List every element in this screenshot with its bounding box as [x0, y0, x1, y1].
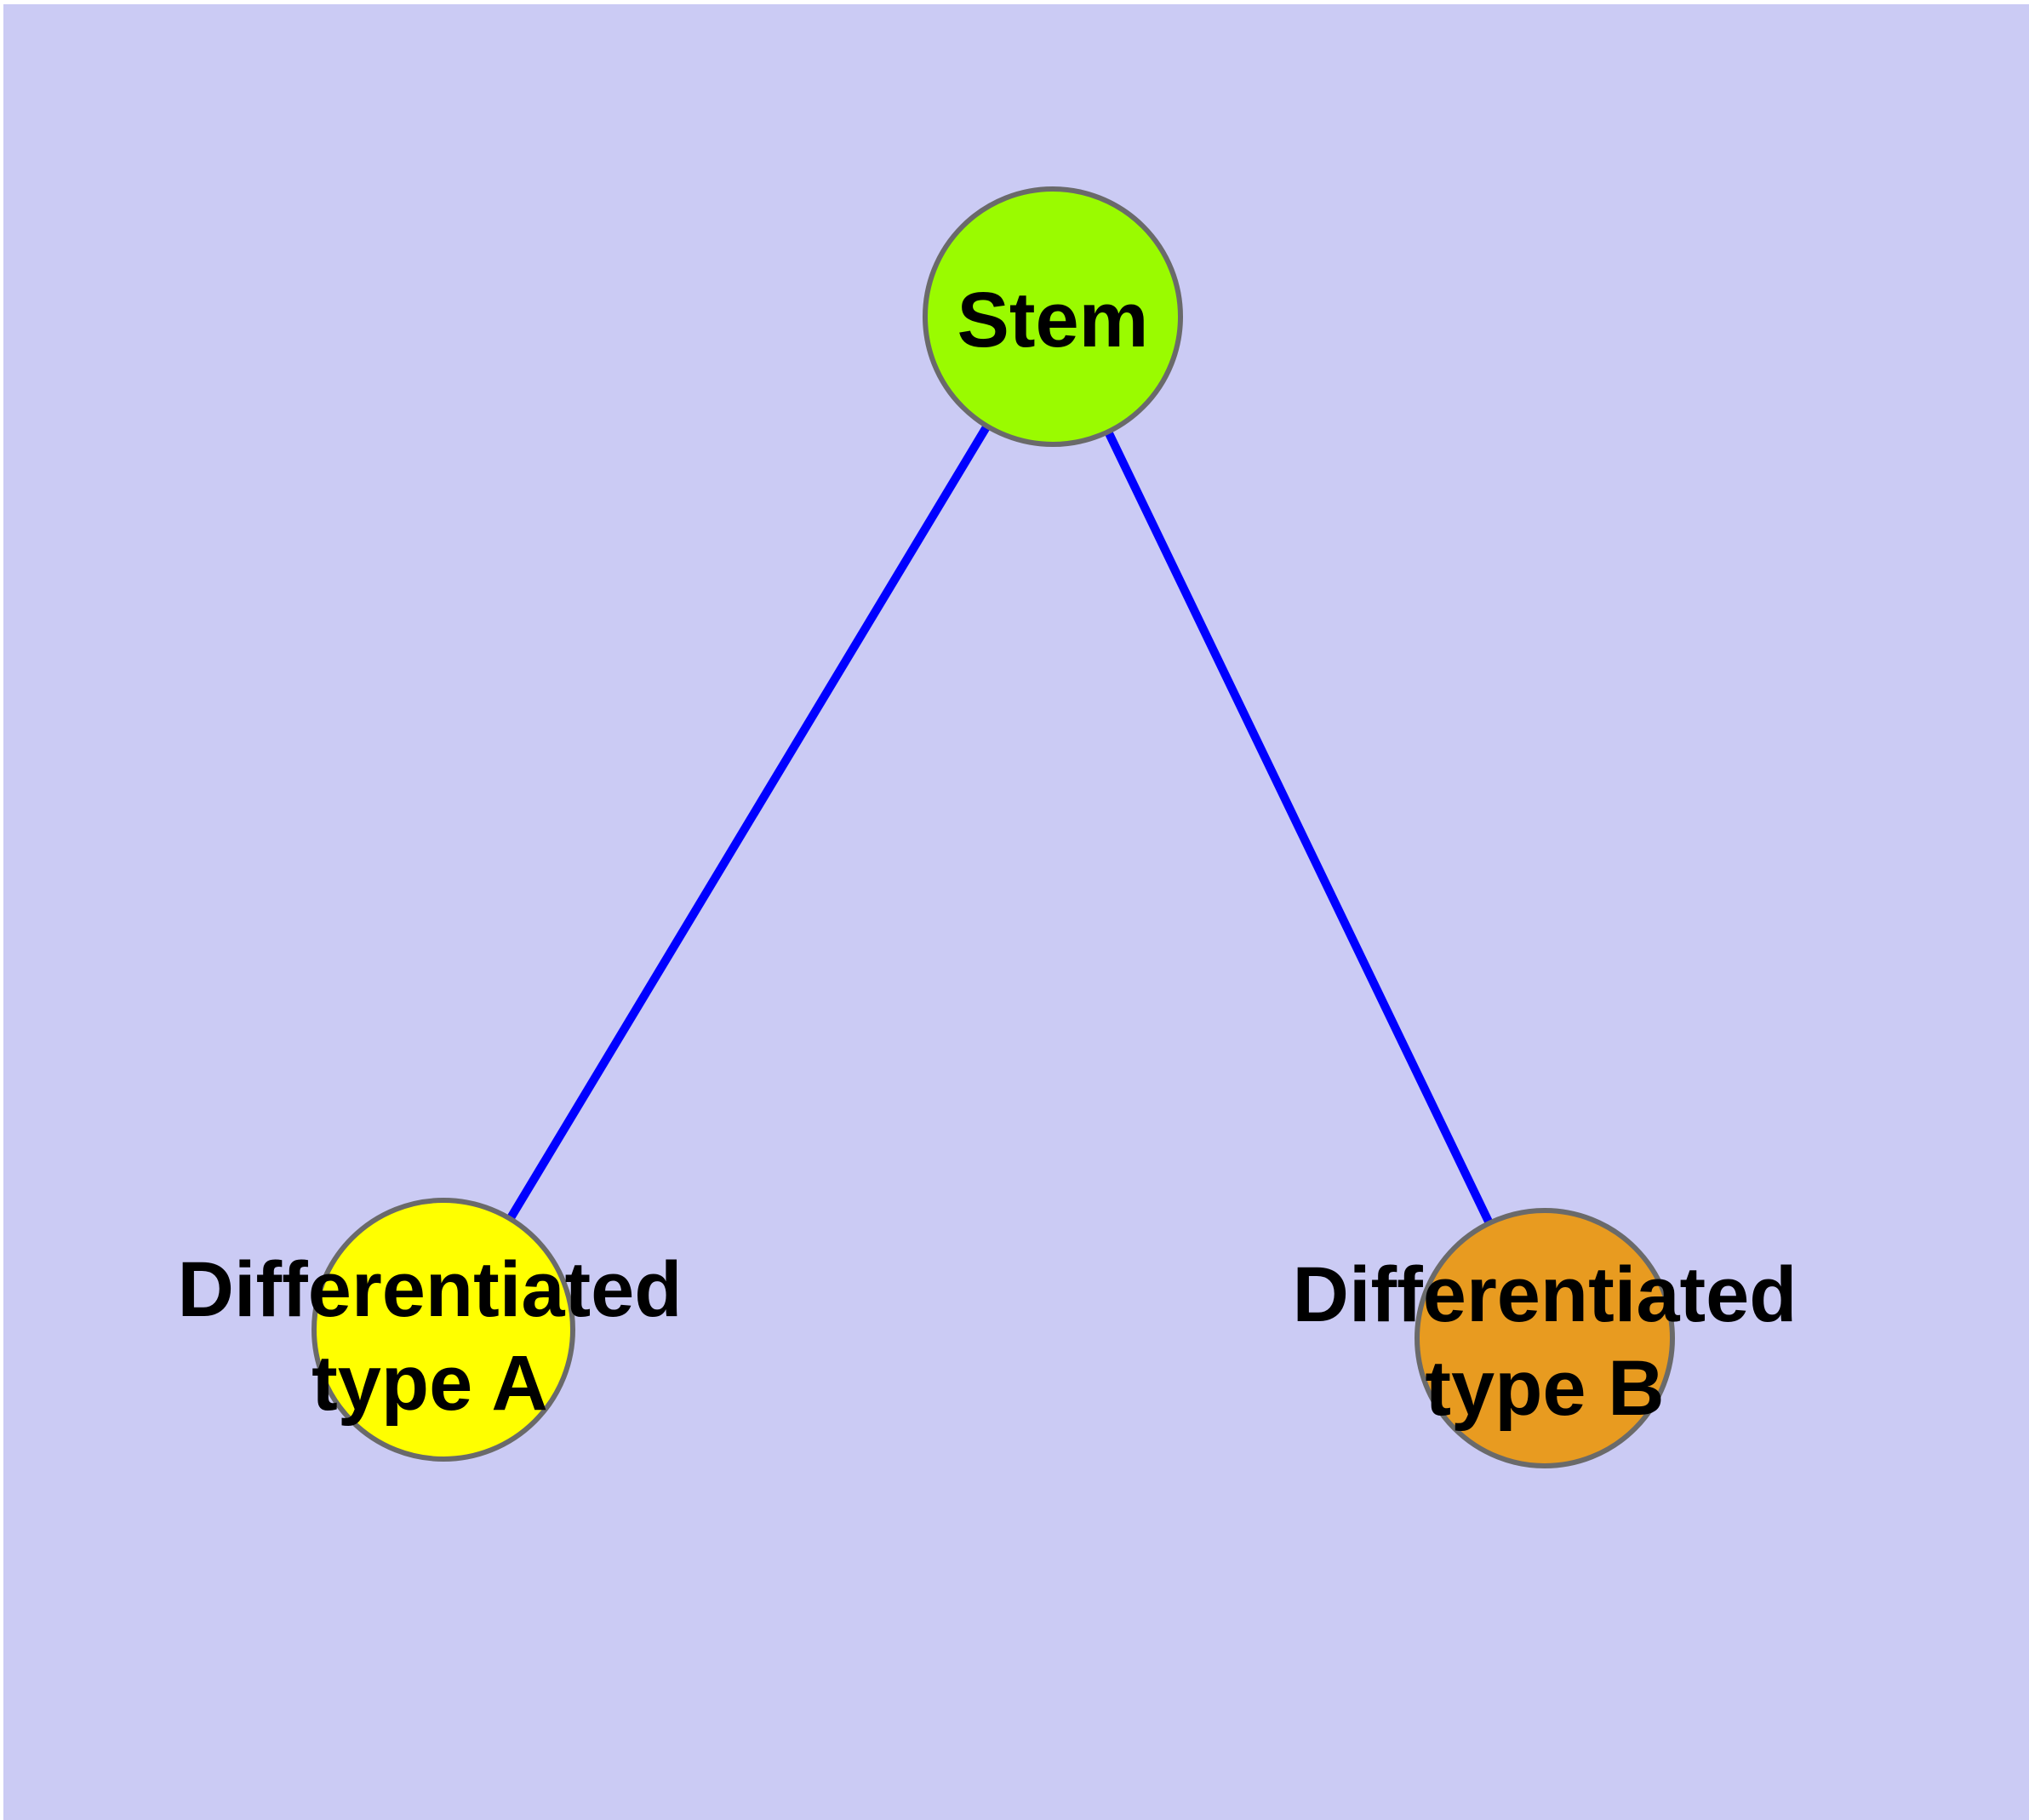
canvas-margin-left [0, 0, 3, 1820]
node-label-differentiated-type-b-line-1: Differentiated [1293, 1251, 1798, 1338]
node-label-differentiated-type-a-line-1: Differentiated [178, 1246, 683, 1333]
node-label-differentiated-type-b-line-2: type B [1425, 1345, 1664, 1432]
node-label-stem-line-1: Stem [957, 277, 1149, 363]
canvas-margin-top [0, 0, 2029, 4]
edge-stem-to-differentiated-type-a [439, 314, 1057, 1332]
node-stem [923, 186, 1183, 447]
node-label-differentiated-type-a-line-2: type A [311, 1340, 548, 1427]
node-differentiated-type-a [311, 1198, 575, 1462]
edge-stem-to-differentiated-type-b [1049, 314, 1549, 1341]
node-differentiated-type-b [1415, 1208, 1675, 1468]
